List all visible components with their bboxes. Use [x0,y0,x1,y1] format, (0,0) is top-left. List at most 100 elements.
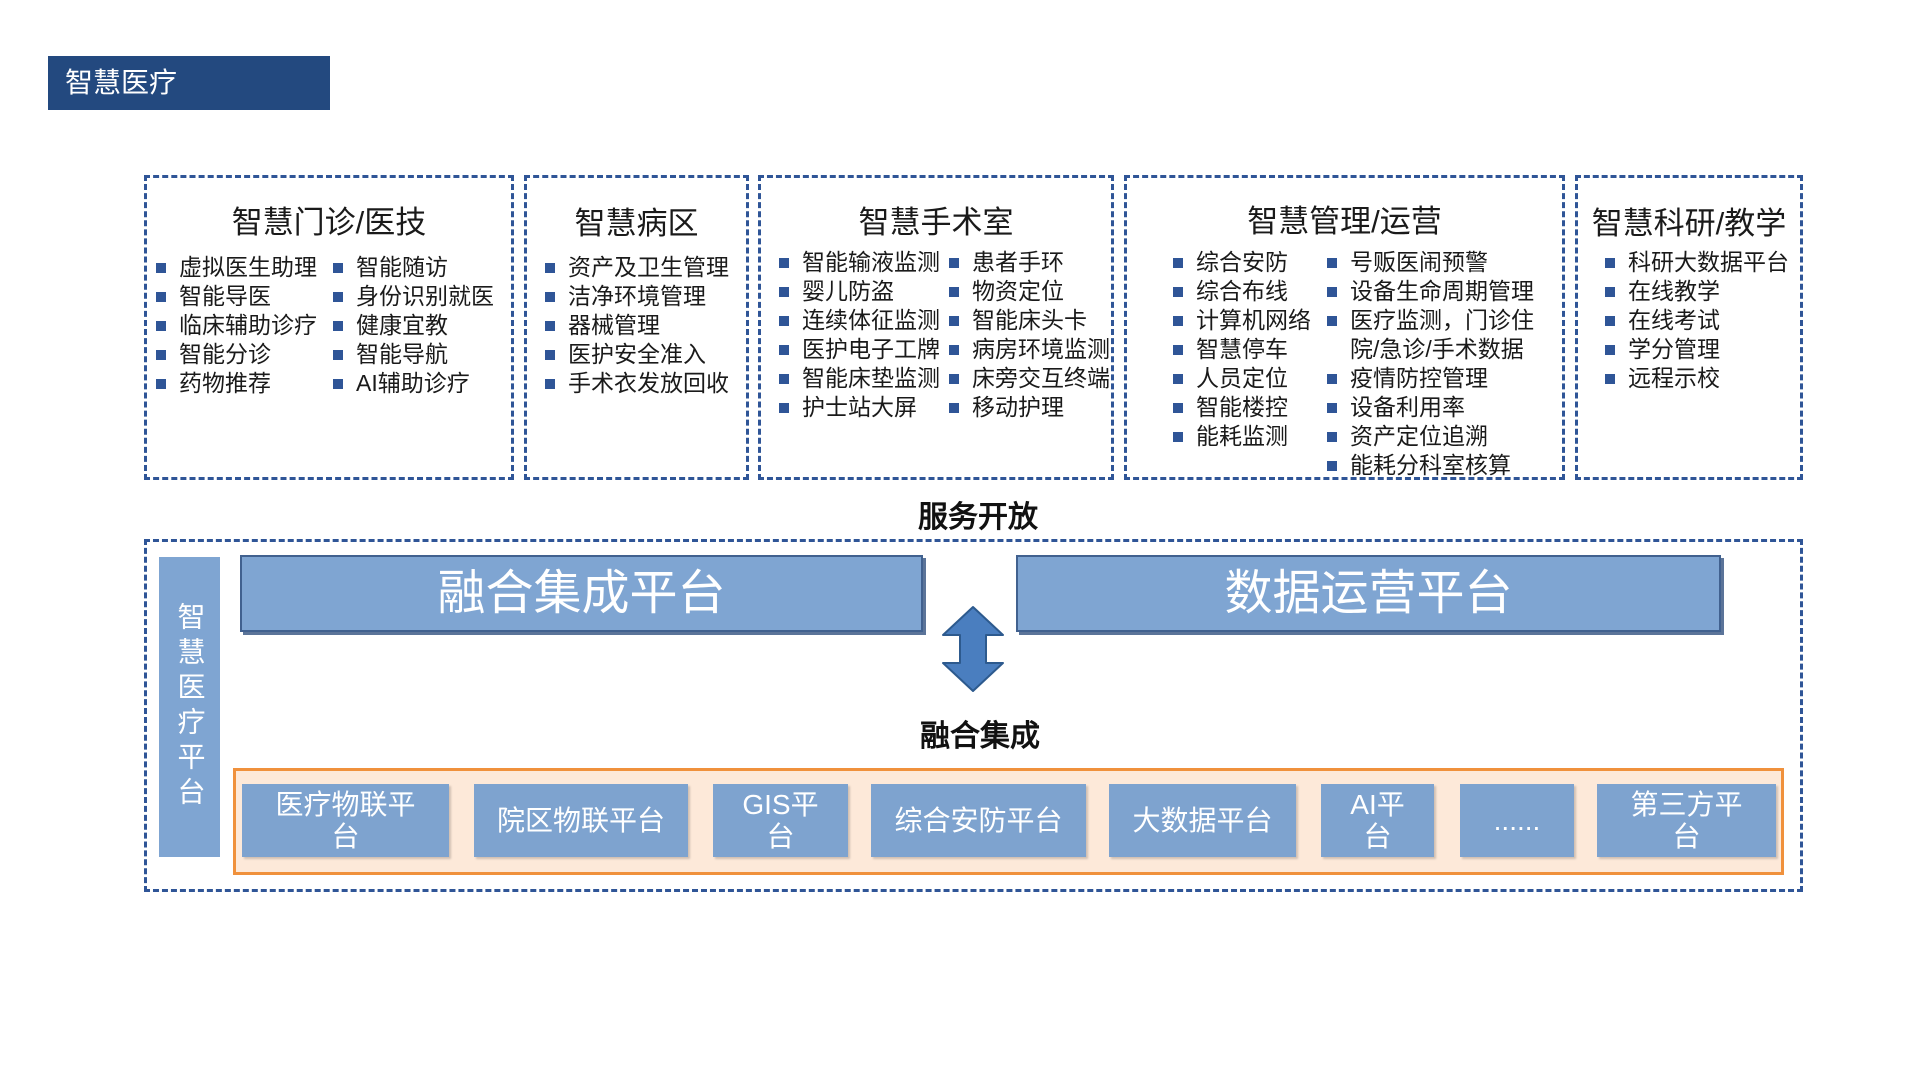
platform-container [144,539,1803,892]
list-item-label: 资产定位追溯 [1350,423,1488,449]
list-item-label: 疫情防控管理 [1350,365,1488,391]
bullet-icon [1605,373,1615,384]
sub-platform-label: 综合安防平台 [894,804,1063,836]
list-item-label: 资产及卫生管理 [568,254,729,280]
list-item: 远程示校 [1605,364,1789,393]
module-list: 综合安防 综合布线 计算机网络 智慧停车 人员定位 智能楼控 能耗监测 [1173,248,1311,451]
module-title: 智慧科研/教学 [1591,206,1787,241]
sub-platform-box: 医疗物联平台 [242,784,449,857]
module-list: 智能随访 身份识别就医 健康宜教 智能导航 AI辅助诊疗 [333,253,494,398]
sub-platform-label: GIS平台 [742,788,819,852]
integration-platform-box: 融合集成平台 [240,555,923,632]
bullet-icon [949,344,959,355]
list-item: 智能分诊 [156,340,317,369]
sub-platform-label: 大数据平台 [1132,804,1273,836]
platform-side-label-text: 智慧医疗平台 [174,602,206,812]
list-item: 科研大数据平台 [1605,248,1789,277]
list-item: 能耗监测 [1173,422,1311,451]
bullet-icon [333,320,343,331]
list-item: 智慧停车 [1173,335,1311,364]
bullet-icon [333,291,343,302]
module-title: 智慧门诊/医技 [231,205,427,240]
list-item-label: 智能楼控 [1196,394,1288,420]
list-item-label: 身份识别就医 [356,283,494,309]
bullet-icon [156,320,166,331]
list-item-label: 患者手环 [972,249,1064,275]
bullet-icon [949,286,959,297]
list-item: 床旁交互终端 [949,364,1110,393]
bullet-icon [1173,315,1183,326]
sub-platform-label: AI平台 [1350,788,1405,852]
list-item: 身份识别就医 [333,282,494,311]
module-list: 患者手环 物资定位 智能床头卡 病房环境监测 床旁交互终端 移动护理 [949,248,1110,422]
list-item-label: 健康宜教 [356,312,448,338]
bullet-icon [1173,373,1183,384]
list-item-label: 洁净环境管理 [568,283,706,309]
list-item: 智能随访 [333,253,494,282]
sub-platform-label: 第三方平台 [1630,788,1743,852]
bullet-icon [949,402,959,413]
sub-platform-box: GIS平台 [713,784,848,857]
sub-platform-label: 院区物联平台 [496,804,665,836]
module-smart-management: 智慧管理/运营 综合安防 综合布线 计算机网络 智慧停车 人员定位 智能楼控 能… [1124,175,1565,480]
bullet-icon [779,402,789,413]
platform-side-label: 智慧医疗平台 [159,557,220,857]
list-item-label: 智能随访 [356,254,448,280]
list-item: 在线教学 [1605,277,1789,306]
module-smart-ward: 智慧病区 资产及卫生管理 洁净环境管理 器械管理 医护安全准入 手术衣发放回收 [524,175,749,480]
list-item: 病房环境监测 [949,335,1110,364]
bullet-icon [156,349,166,360]
service-open-label: 服务开放 [918,501,1038,534]
sub-platform-box: 大数据平台 [1109,784,1296,857]
list-item-label: 智慧停车 [1196,336,1288,362]
bullet-icon [779,344,789,355]
bullet-icon [1605,286,1615,297]
list-item: 医护安全准入 [545,340,729,369]
list-item-label: 药物推荐 [179,370,271,396]
bullet-icon [1173,286,1183,297]
list-item-label: 器械管理 [568,312,660,338]
sub-platform-box: 第三方平台 [1597,784,1776,857]
list-item: 综合布线 [1173,277,1311,306]
bullet-icon [333,262,343,273]
bullet-icon [545,262,555,273]
list-item: 移动护理 [949,393,1110,422]
list-item-label: 号贩医闹预警 [1350,249,1488,275]
list-item-label: 临床辅助诊疗 [179,312,317,338]
list-item-label: 移动护理 [972,394,1064,420]
list-item-label: 在线教学 [1628,278,1720,304]
bullet-icon [949,257,959,268]
sub-platform-label: 医疗物联平台 [275,788,416,852]
bullet-icon [156,291,166,302]
list-item: 智能输液监测 [779,248,940,277]
module-title: 智慧病区 [574,206,699,241]
bullet-icon [1173,257,1183,268]
list-item-label: 智能床头卡 [972,307,1087,333]
module-smart-research-teaching: 智慧科研/教学 科研大数据平台 在线教学 在线考试 学分管理 远程示校 [1575,175,1803,480]
list-item-label: 综合安防 [1196,249,1288,275]
list-item: 计算机网络 [1173,306,1311,335]
list-item-label: 医护电子工牌 [802,336,940,362]
list-item: 洁净环境管理 [545,282,729,311]
bullet-icon [545,378,555,389]
list-item: 人员定位 [1173,364,1311,393]
list-item: 临床辅助诊疗 [156,311,317,340]
module-title: 智慧手术室 [858,205,1014,240]
double-arrow-icon [942,606,1004,692]
module-title: 智慧管理/运营 [1247,204,1442,239]
list-item-label: 护士站大屏 [802,394,917,420]
module-smart-outpatient: 智慧门诊/医技 虚拟医生助理 智能导医 临床辅助诊疗 智能分诊 药物推荐 智能随… [144,175,514,480]
sub-platform-box: 院区物联平台 [474,784,688,857]
integration-label: 融合集成 [920,720,1040,753]
list-item-label: 智能分诊 [179,341,271,367]
bullet-icon [333,349,343,360]
list-item: 健康宜教 [333,311,494,340]
list-item-label: 在线考试 [1628,307,1720,333]
list-item: 物资定位 [949,277,1110,306]
list-item-label: 智能导航 [356,341,448,367]
bullet-icon [156,262,166,273]
list-item: 智能楼控 [1173,393,1311,422]
list-item: 患者手环 [949,248,1110,277]
bullet-icon [779,286,789,297]
list-item: 智能导医 [156,282,317,311]
